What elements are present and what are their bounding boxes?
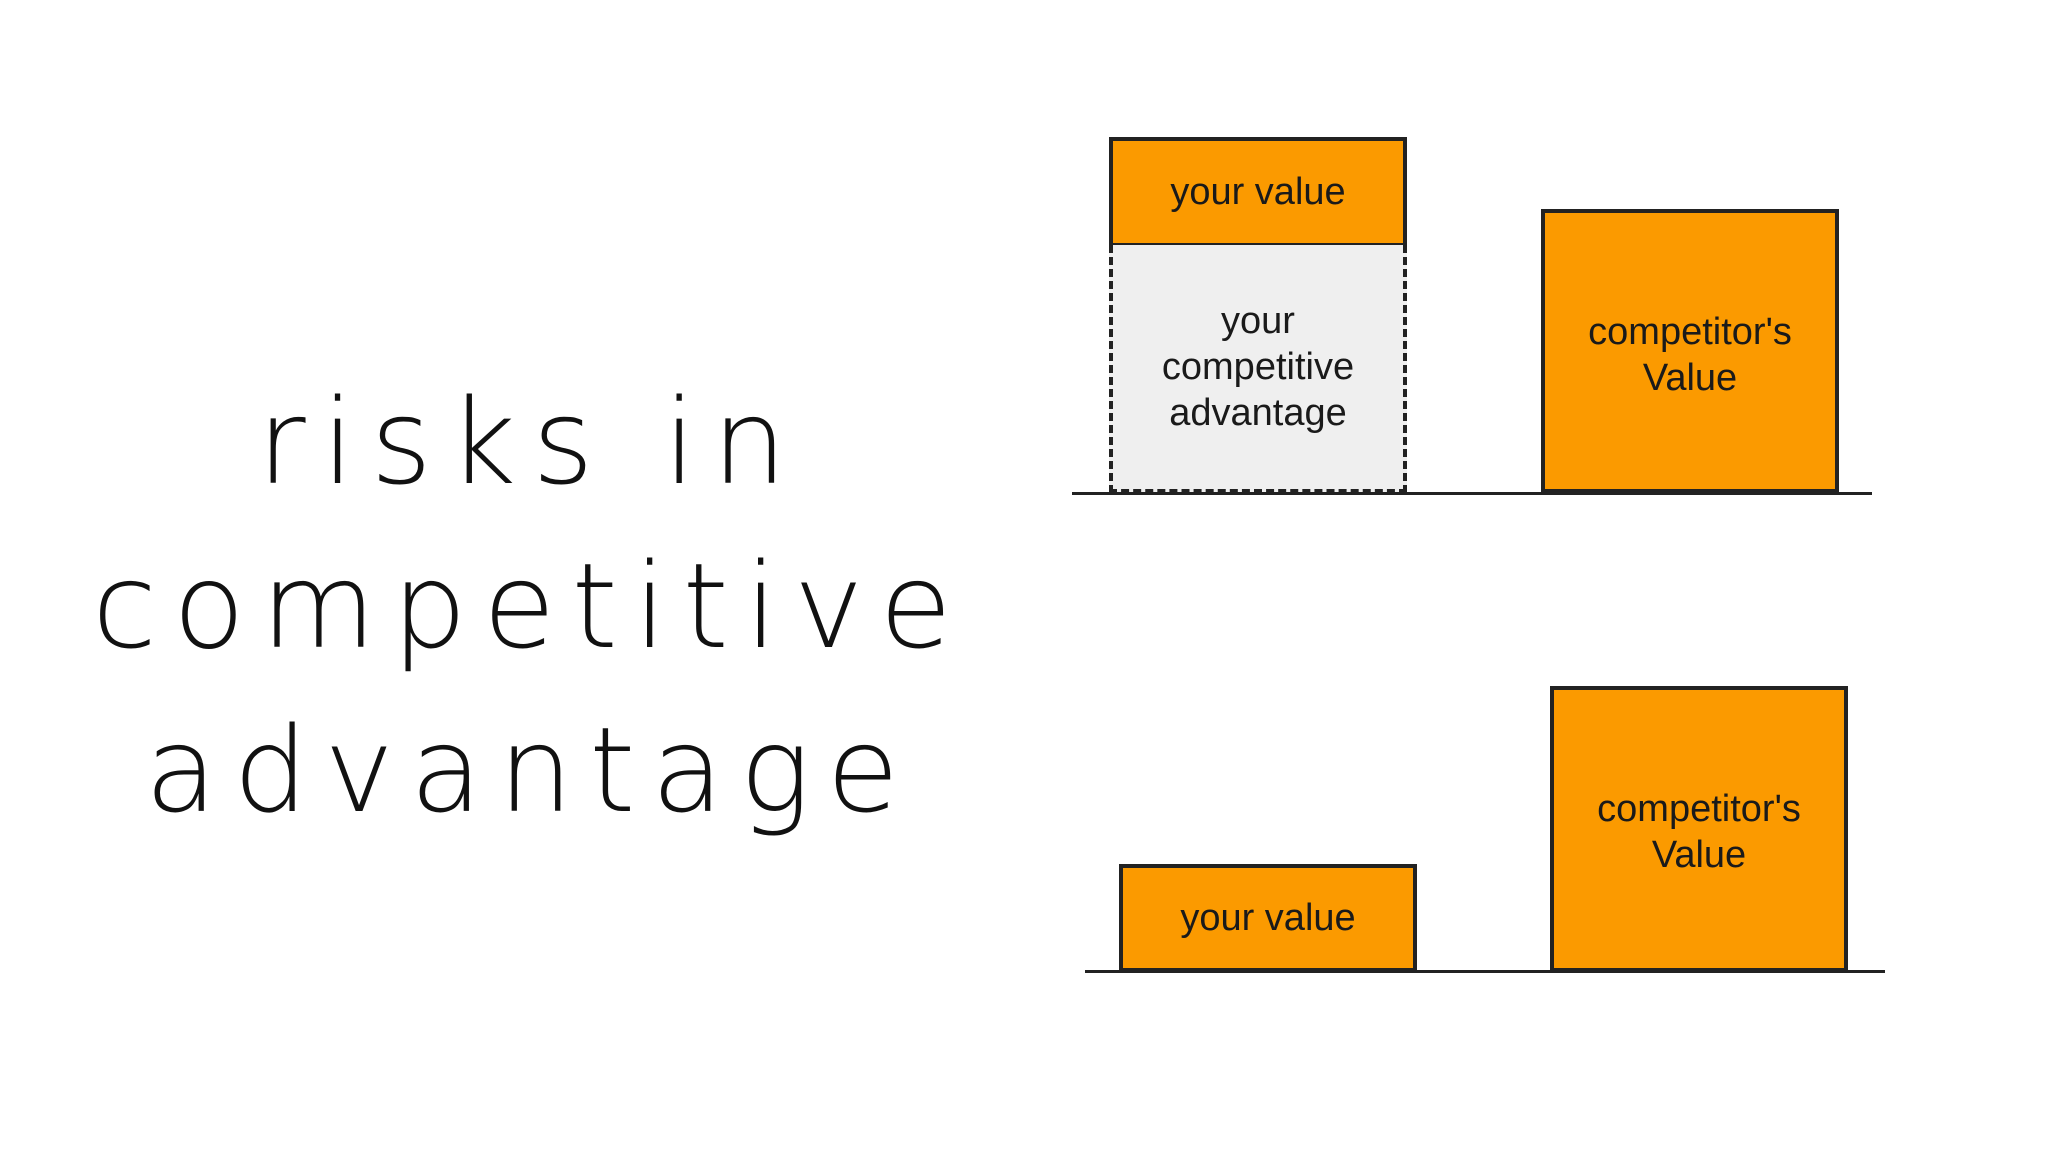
top-baseline <box>1072 492 1872 495</box>
top-competitor-line-1: competitor's <box>1588 311 1792 353</box>
top-your-value-label: your value <box>1170 171 1346 213</box>
title-line-1: risks in <box>257 373 803 511</box>
bottom-baseline <box>1085 970 1885 973</box>
bottom-your-value-label: your value <box>1180 897 1356 939</box>
bottom-competitor-value-box: competitor's Value <box>1550 686 1848 972</box>
advantage-line-3: advantage <box>1169 392 1347 434</box>
top-competitive-advantage-box: your competitive advantage <box>1109 245 1407 493</box>
top-competitor-value-box: competitor's Value <box>1541 209 1839 493</box>
top-your-value-box: your value <box>1109 137 1407 247</box>
title-line-3: advantage <box>144 701 916 839</box>
bottom-your-value-box: your value <box>1119 864 1417 972</box>
advantage-line-1: your <box>1221 300 1295 342</box>
bottom-competitor-line-1: competitor's <box>1597 788 1801 830</box>
competitive-advantage-label: your competitive advantage <box>1162 298 1354 436</box>
bottom-competitor-label: competitor's Value <box>1597 786 1801 878</box>
advantage-line-2: competitive <box>1161 346 1355 388</box>
page-title: risks in competitive advantage <box>40 360 1020 852</box>
title-line-2: competitive <box>91 537 969 675</box>
top-competitor-line-2: Value <box>1642 357 1738 399</box>
bottom-competitor-line-2: Value <box>1651 834 1747 876</box>
top-competitor-label: competitor's Value <box>1588 309 1792 401</box>
